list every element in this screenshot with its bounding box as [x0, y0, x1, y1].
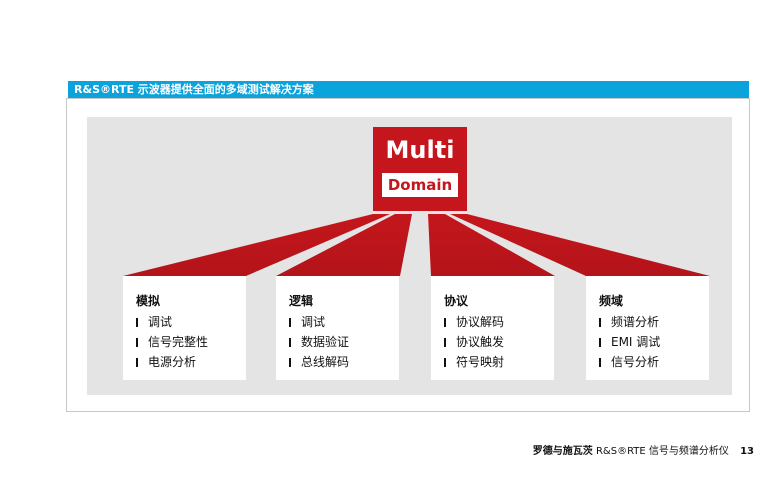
section-header-bar: R&S®RTE 示波器提供全面的多域测试解决方案 — [68, 81, 749, 98]
list-item: 协议解码 — [444, 312, 504, 332]
beam-frequency — [450, 214, 710, 276]
card-list: 调试 数据验证 总线解码 — [289, 312, 349, 372]
list-item-text: 频谱分析 — [611, 315, 660, 329]
card-logic: 逻辑 调试 数据验证 总线解码 — [276, 276, 399, 380]
list-item-text: 调试 — [301, 315, 326, 329]
bullet-icon — [599, 318, 601, 327]
list-item: 信号分析 — [599, 352, 660, 372]
bullet-icon — [289, 358, 291, 367]
bullet-icon — [444, 358, 446, 367]
list-item-text: 数据验证 — [301, 335, 350, 349]
list-item: EMI 调试 — [599, 332, 660, 352]
list-item-text: 信号完整性 — [148, 335, 209, 349]
list-item: 协议触发 — [444, 332, 504, 352]
card-analog: 模拟 调试 信号完整性 电源分析 — [123, 276, 246, 380]
list-item: 数据验证 — [289, 332, 349, 352]
list-item-text: 调试 — [148, 315, 173, 329]
list-item: 符号映射 — [444, 352, 504, 372]
card-title: 模拟 — [136, 294, 161, 308]
card-title: 频域 — [599, 294, 624, 308]
card-protocol: 协议 协议解码 协议触发 符号映射 — [431, 276, 554, 380]
card-list: 频谱分析 EMI 调试 信号分析 — [599, 312, 660, 372]
footer-brand: 罗德与施瓦茨 — [532, 446, 593, 457]
bullet-icon — [444, 318, 446, 327]
bullet-icon — [136, 358, 138, 367]
card-title: 协议 — [444, 294, 469, 308]
list-item-text: 符号映射 — [456, 355, 505, 369]
list-item-text: EMI 调试 — [611, 335, 661, 349]
list-item: 电源分析 — [136, 352, 208, 372]
bullet-icon — [444, 338, 446, 347]
list-item-text: 电源分析 — [148, 355, 197, 369]
list-item-text: 总线解码 — [301, 355, 350, 369]
bullet-icon — [136, 338, 138, 347]
bullet-icon — [599, 358, 601, 367]
beam-logic — [276, 214, 412, 276]
list-item: 总线解码 — [289, 352, 349, 372]
beam-protocol — [428, 214, 555, 276]
footer-product: R&S®RTE 信号与频谱分析仪 — [595, 446, 729, 457]
section-header-title: R&S®RTE 示波器提供全面的多域测试解决方案 — [74, 83, 314, 96]
list-item: 调试 — [136, 312, 208, 332]
beam-analog — [123, 214, 390, 276]
list-item: 调试 — [289, 312, 349, 332]
card-frequency: 频域 频谱分析 EMI 调试 信号分析 — [586, 276, 709, 380]
logo-domain-text: Domain — [382, 173, 458, 197]
list-item-text: 协议解码 — [456, 315, 505, 329]
page-number: 13 — [740, 446, 754, 457]
list-item-text: 信号分析 — [611, 355, 660, 369]
bullet-icon — [289, 318, 291, 327]
bullet-icon — [599, 338, 601, 347]
card-title: 逻辑 — [289, 294, 314, 308]
multi-domain-logo: Multi Domain — [373, 127, 467, 211]
list-item-text: 协议触发 — [456, 335, 505, 349]
card-list: 调试 信号完整性 电源分析 — [136, 312, 208, 372]
logo-multi-text: Multi — [385, 136, 455, 164]
bullet-icon — [136, 318, 138, 327]
list-item: 信号完整性 — [136, 332, 208, 352]
bullet-icon — [289, 338, 291, 347]
page-footer: 罗德与施瓦茨 R&S®RTE 信号与频谱分析仪 13 — [533, 442, 754, 457]
list-item: 频谱分析 — [599, 312, 660, 332]
card-list: 协议解码 协议触发 符号映射 — [444, 312, 504, 372]
